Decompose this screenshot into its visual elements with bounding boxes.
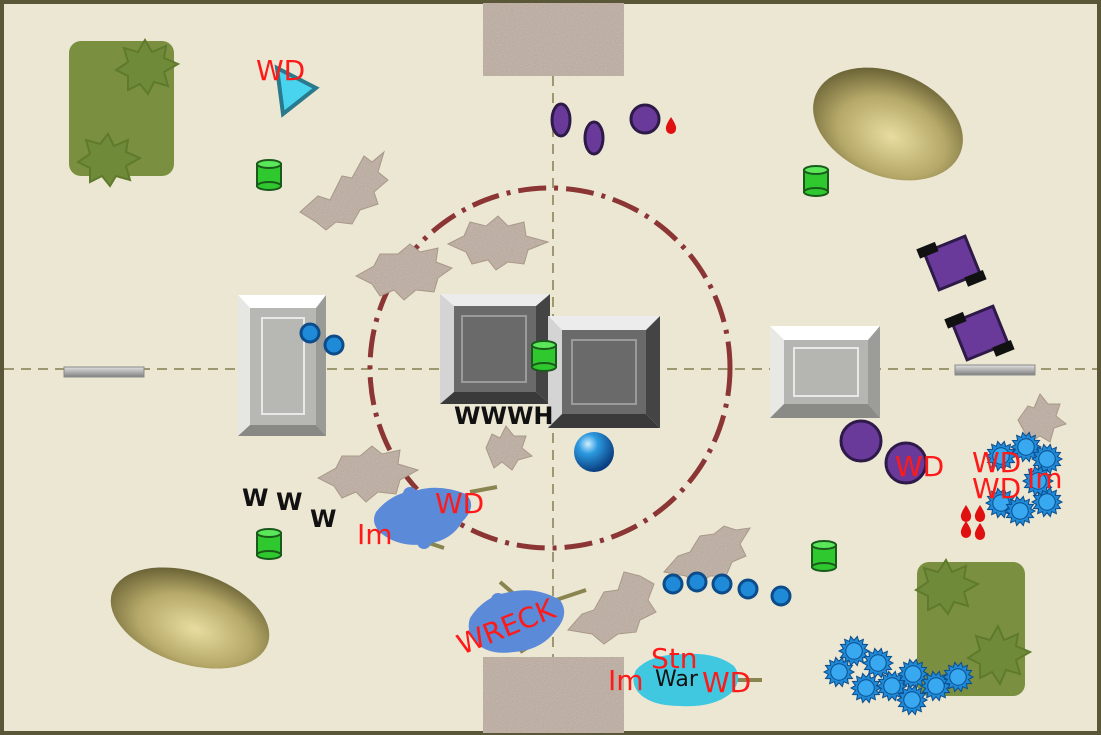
blue-starburst-icon[interactable] [941,661,975,693]
blue-starburst-icon[interactable] [1030,486,1064,518]
rubble-group [299,150,1068,645]
label-im-bottom: Im [608,664,644,697]
rubble-center-left[interactable] [354,243,454,301]
blue-disc-icon[interactable] [770,585,792,607]
cyan-triangle-icon[interactable] [274,64,320,118]
purple-oval-icon[interactable] [550,102,572,138]
blue-disc-icon[interactable] [737,578,759,600]
blue-starburst-icon[interactable] [1009,431,1043,463]
purple-disc-icon[interactable] [884,441,928,485]
objective-markers [256,159,837,572]
purple-walker-icon[interactable] [944,299,1015,369]
blue-starburst-icon[interactable] [849,672,883,704]
blood-drop-icon [974,523,986,540]
purple-units [550,102,1015,485]
label-stn: Stn [651,642,698,675]
barricade-left[interactable] [63,366,145,378]
blue-starburst-icon[interactable] [984,440,1018,472]
blue-burst-squad [822,431,1064,716]
hill-top-right[interactable] [796,47,980,202]
label-wd-right-2: WD [972,472,1021,505]
green-canister-icon[interactable] [256,528,282,560]
blue-disc-icon[interactable] [299,322,321,344]
rubble-small-center[interactable] [485,425,534,471]
label-w-1: W [242,484,268,512]
blue-starburst-icon[interactable] [861,647,895,679]
rubble-top-left[interactable] [299,150,389,231]
blue-starburst-icon[interactable] [1003,495,1037,527]
blue-starburst-icon[interactable] [919,670,953,702]
label-wd-right-1: WD [972,446,1021,479]
deployment-zone-bottom [483,657,624,733]
barricade-right[interactable] [954,364,1036,376]
green-canister-icon[interactable] [803,165,829,197]
blue-disc-icon[interactable] [662,573,684,595]
blue-disc-icon[interactable] [686,571,708,593]
blood-drop-icon [665,117,677,134]
forest-top-left[interactable] [69,38,181,188]
deployment-zone-top [483,3,624,76]
blood-drops [665,117,986,540]
bush-icon [76,132,143,188]
bush-icon [914,558,981,616]
bush-icon [966,623,1033,687]
hill-bottom-left[interactable] [98,549,282,687]
blue-starburst-icon[interactable] [822,656,856,688]
blue-infantry-squad [299,322,792,607]
blue-starburst-icon[interactable] [1030,443,1064,475]
purple-walker-icon[interactable] [916,229,987,299]
vehicle-wreck[interactable] [468,580,587,654]
blue-starburst-icon[interactable] [895,684,929,716]
building-left[interactable] [238,295,326,436]
label-war: War [655,667,699,692]
blue-starburst-icon[interactable] [896,658,930,690]
rubble-bottom-center[interactable] [567,571,657,645]
blue-starburst-icon[interactable] [1021,465,1055,497]
blood-drop-icon [960,521,972,538]
rubble-right-edge[interactable] [1017,393,1068,443]
blood-drop-icon [974,505,986,522]
label-wwwh: WWWH [454,402,554,430]
blue-starburst-icon[interactable] [837,635,871,667]
blue-orb-icon[interactable] [574,432,614,472]
vehicle-cyan-bottom[interactable] [633,653,762,707]
purple-disc-icon[interactable] [839,419,883,463]
purple-disc-icon[interactable] [629,103,661,135]
label-wd-top-left: WD [256,54,305,87]
label-wd-vehicle: WD [435,487,484,520]
building-center-right[interactable] [548,316,660,428]
blue-disc-icon[interactable] [323,334,345,356]
label-im-right: Im [1027,462,1063,495]
label-w-2: W [276,488,302,516]
objective-ring [367,185,733,551]
blood-drop-icon [960,505,972,522]
forest-bottom-right[interactable] [914,558,1033,696]
label-wd-purple: WD [895,450,944,483]
green-canister-icon[interactable] [256,159,282,191]
bush-icon [114,38,181,96]
label-w-3: W [310,505,336,533]
label-im-vehicle: Im [357,518,393,551]
green-canister-icon[interactable] [811,540,837,572]
blue-disc-icon[interactable] [711,573,733,595]
green-canister-icon[interactable] [531,340,557,372]
purple-oval-icon[interactable] [583,120,605,156]
vehicle-blue-left[interactable] [374,485,498,550]
rubble-center-top[interactable] [446,215,550,271]
rubble-bottom-left[interactable] [316,445,420,503]
building-right[interactable] [770,326,880,418]
label-wd-bottom: WD [702,666,751,699]
